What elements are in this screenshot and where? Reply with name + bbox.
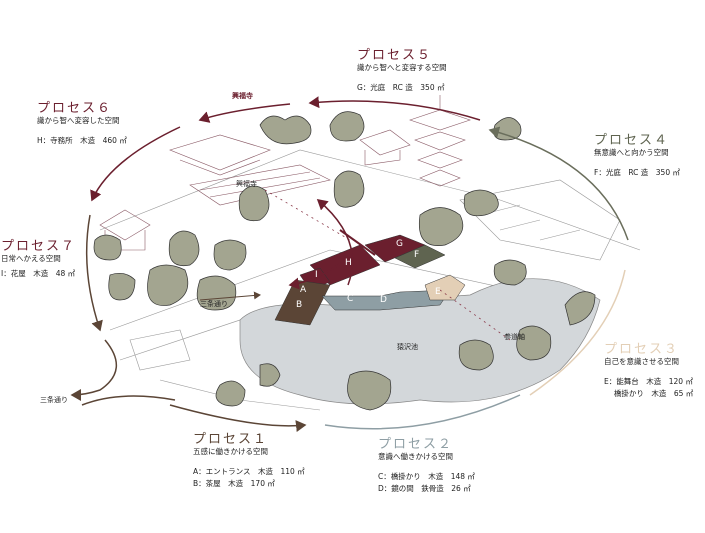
process-5: プロセス５ 識から智へと変容する空間 G：光庭 RC 造 350 ㎡ — [357, 49, 447, 94]
process-spec: F：光庭 RC 造 350 ㎡ — [594, 168, 680, 177]
process-spec: H：寺務所 木造 460 ㎡ — [37, 136, 127, 145]
trees — [93, 111, 596, 411]
label-C: C — [347, 294, 354, 304]
process-title: プロセス２ — [378, 437, 454, 452]
process-title: プロセス６ — [37, 101, 113, 116]
process-4: プロセス４ 無意識へと向かう空間 F：光庭 RC 造 350 ㎡ — [594, 134, 680, 179]
process-7: プロセス７ 日常へかえる空間 I：花屋 木造 48 ㎡ — [1, 240, 76, 280]
label-F: F — [414, 250, 420, 260]
label-sarusawa-pond: 猿沢池 — [397, 343, 418, 351]
temple-buildings — [99, 95, 471, 251]
process-6: プロセス６ 識から智へ変容した空間 H：寺務所 木造 460 ㎡ — [37, 102, 127, 147]
process-title: プロセス７ — [1, 239, 77, 254]
process-spec: E：能舞台 木造 120 ㎡ — [604, 377, 693, 386]
process-subtitle: 自己を意識させる空間 — [604, 357, 679, 366]
process-title: プロセス５ — [357, 48, 433, 63]
process-arrows — [70, 96, 629, 432]
process-spec: D：鏡の間 鉄骨造 26 ㎡ — [378, 484, 471, 493]
project-buildings — [274, 229, 466, 326]
process-subtitle: 五感に働きかける空間 — [193, 447, 268, 456]
label-sanjo-dori: 三条通り — [200, 300, 228, 308]
process-subtitle: 無意識へと向かう空間 — [594, 148, 669, 157]
process-spec: I：花屋 木造 48 ㎡ — [1, 269, 76, 278]
axis-lines — [264, 189, 511, 341]
building-AB — [274, 279, 331, 326]
label-B: B — [296, 300, 303, 310]
label-kofukuji-top: 興福寺 — [232, 92, 253, 100]
label-G: G — [396, 239, 403, 249]
label-I: I — [315, 270, 318, 280]
label-D: D — [380, 295, 387, 305]
process-spec: 橋掛かり 木造 65 ㎡ — [604, 389, 694, 398]
process-title: プロセス４ — [594, 133, 670, 148]
process-subtitle: 意識へ働きかける空間 — [378, 452, 453, 461]
building-F — [394, 244, 446, 269]
label-H: H — [345, 258, 352, 268]
process-subtitle: 日常へかえる空間 — [1, 254, 61, 263]
sarusawa-pond — [239, 278, 601, 405]
process-2: プロセス２ 意識へ働きかける空間 C：橋掛かり 木造 148 ㎡ D：鏡の間 鉄骨… — [378, 438, 475, 495]
label-sanjo-dori-2: 三条通り — [40, 396, 68, 404]
label-sando-axis: 参道軸 — [504, 333, 525, 341]
process-spec: B：茶屋 木造 170 ㎡ — [193, 479, 275, 488]
process-title: プロセス１ — [193, 432, 269, 447]
label-A: A — [300, 285, 307, 295]
process-subtitle: 識から智へと変容する空間 — [357, 63, 447, 72]
process-subtitle: 識から智へ変容した空間 — [37, 116, 120, 125]
label-kofukuji: 興福寺 — [236, 180, 257, 188]
process-3: プロセス３ 自己を意識させる空間 E：能舞台 木造 120 ㎡ 橋掛かり 木造 … — [604, 343, 693, 400]
process-title: プロセス３ — [604, 342, 680, 357]
label-E: E — [435, 287, 441, 297]
process-1: プロセス１ 五感に働きかける空間 A：エントランス 木造 110 ㎡ B：茶屋 木… — [193, 433, 305, 490]
building-E — [424, 274, 466, 301]
process-spec: G：光庭 RC 造 350 ㎡ — [357, 83, 445, 92]
process-spec: A：エントランス 木造 110 ㎡ — [193, 467, 305, 476]
process-spec: C：橋掛かり 木造 148 ㎡ — [378, 472, 475, 481]
